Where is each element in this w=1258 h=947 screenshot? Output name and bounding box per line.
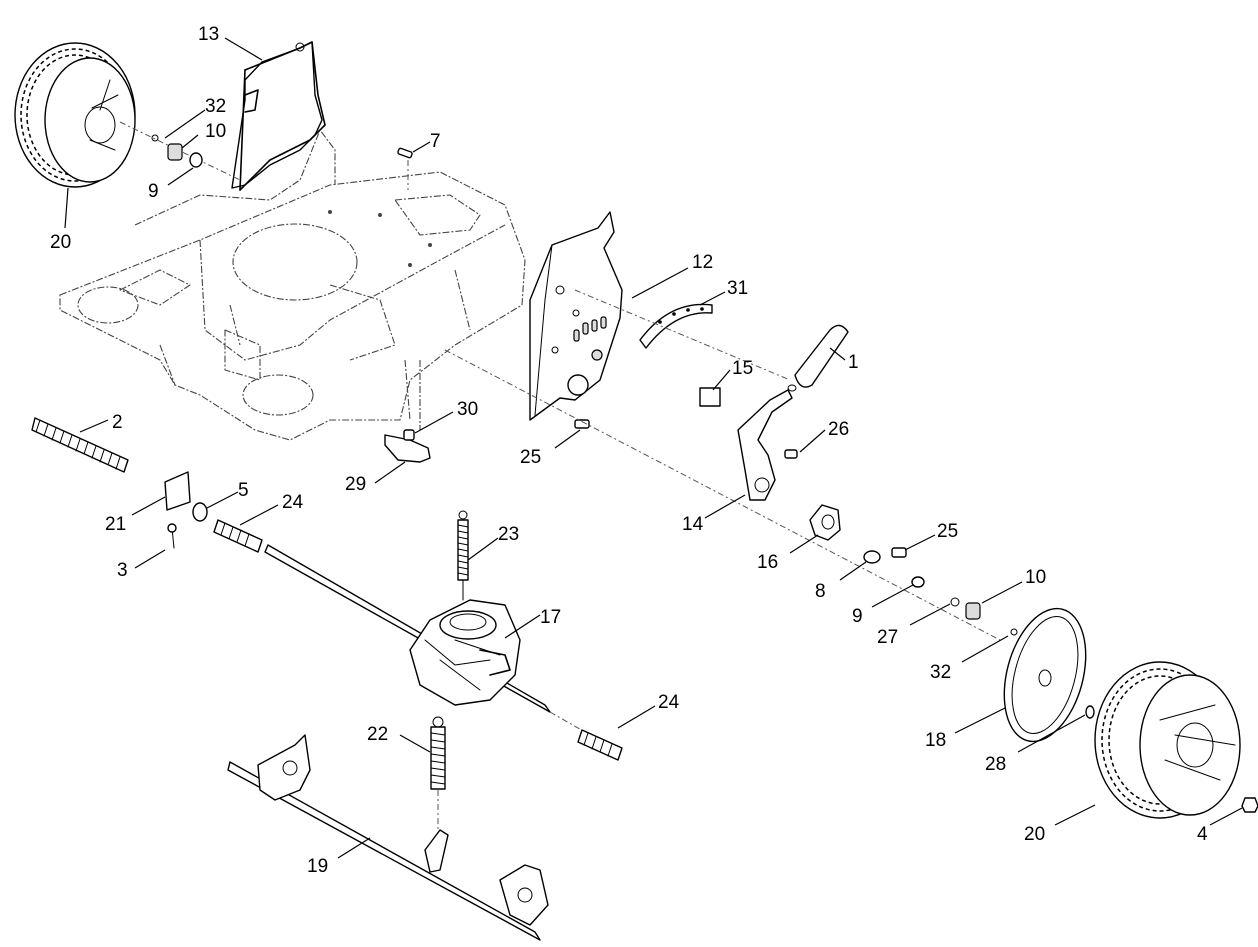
callout-15: 15 (732, 358, 753, 379)
bolt-25-upper (574, 419, 590, 429)
mower-deck-frame (59, 129, 526, 441)
callout-30: 30 (457, 399, 478, 420)
callout-labels: 13 32 10 9 20 7 12 31 1 15 26 25 14 16 2… (50, 24, 1208, 877)
washer-28 (1085, 705, 1095, 719)
callout-10-left: 10 (205, 121, 226, 142)
callout-22: 22 (367, 724, 388, 745)
callout-19: 19 (307, 856, 328, 877)
callout-28: 28 (985, 754, 1006, 775)
washer-9-right (911, 576, 925, 588)
callout-32-left: 32 (205, 96, 226, 117)
handle-knob (787, 324, 849, 392)
callout-25-upper: 25 (520, 447, 541, 468)
bolt-25-lower (891, 547, 907, 558)
bolt-26 (784, 449, 798, 459)
callout-1: 1 (848, 352, 859, 373)
pinion-10-right (965, 602, 981, 620)
callout-29: 29 (345, 474, 366, 495)
left-rear-wheel (14, 42, 136, 188)
bracket-29 (384, 434, 431, 463)
washer-8 (863, 550, 881, 564)
callout-8: 8 (815, 581, 826, 602)
left-hub-parts (119, 121, 241, 181)
bracket-21 (164, 471, 191, 511)
spring-24-left (213, 519, 263, 553)
callout-10-right: 10 (1025, 567, 1046, 588)
callout-9-left: 9 (148, 181, 159, 202)
spring-24-right (577, 729, 623, 761)
nut-4 (1241, 797, 1258, 813)
callout-17: 17 (540, 607, 561, 628)
callout-31: 31 (727, 278, 748, 299)
callout-23: 23 (498, 524, 519, 545)
spacer-5 (192, 502, 208, 522)
callout-5: 5 (238, 480, 249, 501)
left-height-bracket (231, 41, 326, 191)
callout-2: 2 (112, 412, 123, 433)
height-lever (737, 389, 793, 501)
callout-3: 3 (117, 560, 128, 581)
callout-24-left: 24 (282, 492, 304, 513)
right-rear-wheel (1094, 661, 1241, 819)
callout-14: 14 (682, 514, 704, 535)
callout-13: 13 (198, 24, 219, 45)
spring-2 (31, 417, 129, 473)
callout-20-left: 20 (50, 232, 71, 253)
callout-16: 16 (757, 552, 778, 573)
callout-20-right: 20 (1024, 824, 1045, 845)
side-plate (529, 211, 623, 421)
callout-25-lower: 25 (937, 521, 958, 542)
pin-7 (397, 147, 413, 190)
callout-7: 7 (430, 131, 441, 152)
axle-centerline (444, 349, 1001, 641)
height-indicator-strip (639, 303, 713, 349)
callout-18: 18 (925, 730, 946, 751)
callout-4: 4 (1197, 824, 1208, 845)
callout-32-right: 32 (930, 662, 951, 683)
callout-26: 26 (828, 419, 849, 440)
callout-12: 12 (692, 252, 713, 273)
bushing-16 (809, 504, 841, 541)
clip-27 (950, 597, 960, 607)
callout-24-right: 24 (658, 692, 680, 713)
nut-30 (403, 429, 415, 441)
callout-21: 21 (105, 514, 126, 535)
spring-22 (430, 716, 446, 830)
callout-9-right: 9 (852, 606, 863, 627)
spring-23 (457, 510, 469, 601)
wheel-cover-18 (1003, 607, 1087, 743)
leader-lines (64, 37, 1243, 859)
clip-15 (699, 387, 721, 407)
pin-32-right (1010, 628, 1018, 636)
callout-27: 27 (877, 627, 898, 648)
transmission-17 (409, 599, 521, 706)
front-axle-19 (227, 734, 549, 941)
